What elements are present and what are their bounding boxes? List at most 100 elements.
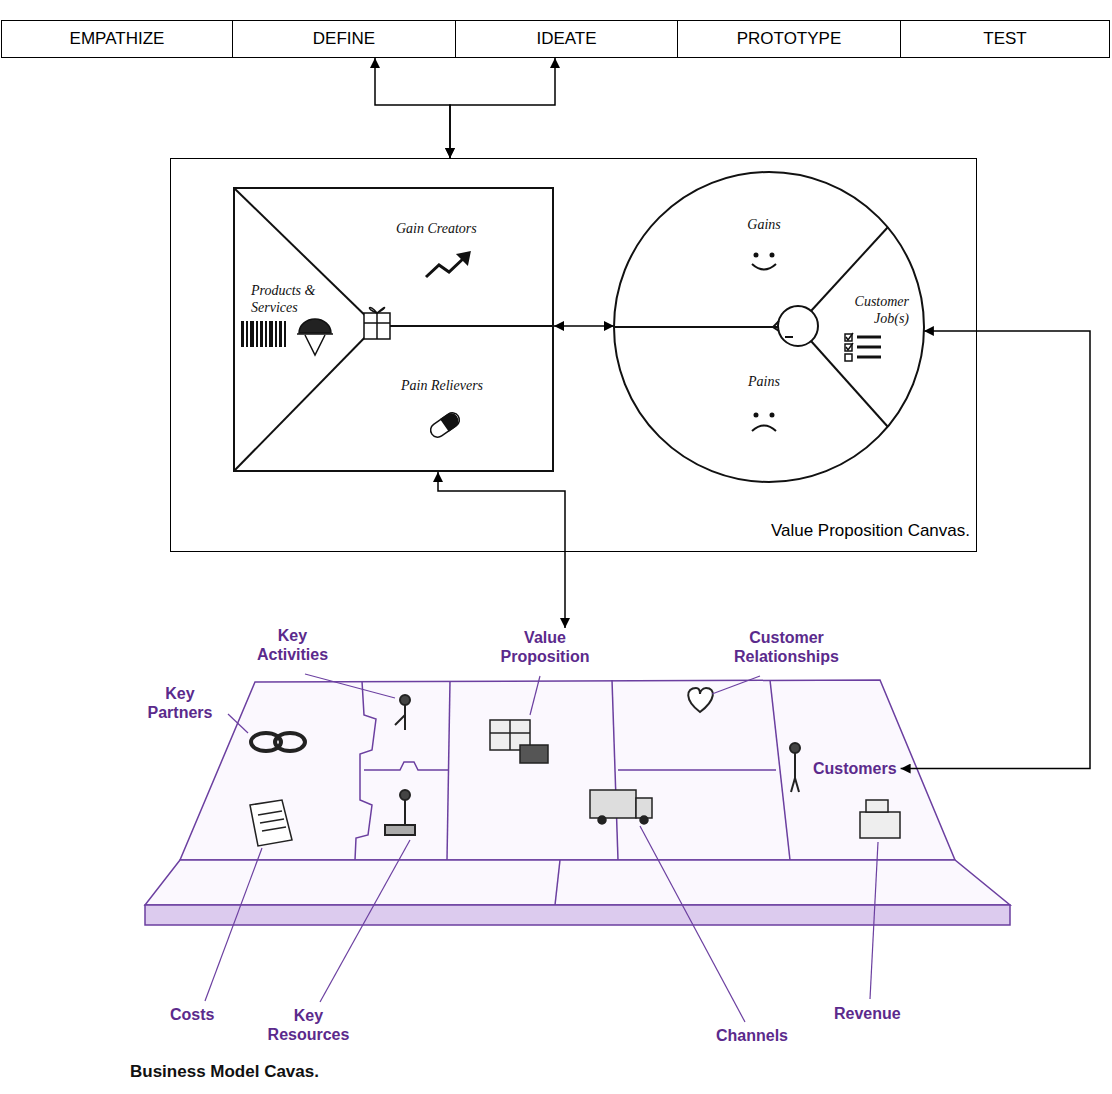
pill-icon [428, 410, 462, 440]
customer-figure [795, 778, 799, 792]
phase-name: TEST [983, 29, 1026, 49]
block-label: Costs [166, 1005, 218, 1024]
barcode-icon [284, 321, 286, 347]
truck-icon [640, 816, 648, 824]
customer-profile-lines [811, 341, 888, 427]
connector-arrow [554, 325, 614, 327]
gain-arrow-icon [426, 257, 465, 277]
value-map-lines [234, 188, 553, 471]
block-name: Key Activities [249, 626, 336, 664]
phase-cell: DEFINE [232, 20, 456, 58]
mood-faces [752, 426, 776, 432]
gift-icon [364, 322, 390, 324]
worker-figure [404, 800, 406, 825]
customer-face [785, 336, 793, 338]
pill-icon [441, 411, 460, 430]
mood-faces [771, 254, 774, 257]
phase-name: IDEATE [536, 29, 596, 49]
customer-figure [791, 778, 795, 792]
section-label: Products & Services [251, 283, 323, 317]
block-name: Key Resources [265, 1006, 352, 1044]
canvas-platform [145, 680, 1010, 925]
checklist-icon [845, 344, 852, 351]
customer-face [773, 306, 818, 346]
mood-faces [771, 414, 774, 417]
value-map-lines [234, 188, 376, 326]
canvas-platform [145, 905, 1010, 925]
barcode-icon [256, 321, 258, 347]
cash-register-icon [866, 800, 888, 812]
barcode-icon [250, 321, 254, 347]
leader-line [870, 842, 878, 999]
block-label: Key Activities [245, 626, 340, 664]
checklist-icon [857, 346, 881, 349]
checklist-icon [845, 334, 852, 341]
gift-icon [364, 313, 390, 339]
barcode-icon [241, 321, 244, 347]
block-label: Customer Relationships [724, 628, 849, 666]
tile-divider [612, 680, 618, 860]
checklist-icon [845, 333, 881, 361]
section-label: Customer Job(s) [819, 294, 909, 328]
canvas-platform [180, 680, 955, 860]
connector-arrow [901, 331, 1090, 769]
gain-arrow-icon [426, 253, 469, 277]
cash-register-icon [860, 800, 900, 838]
connector-arrow [375, 58, 450, 158]
leader-line [640, 826, 745, 1022]
customer-face [778, 306, 818, 346]
customer-profile-lines [614, 326, 778, 328]
worker-figure [385, 825, 415, 835]
section-label: Pain Relievers [401, 378, 511, 395]
document-icon [260, 819, 284, 823]
truck-icon [590, 790, 652, 824]
cloche-icon [305, 335, 325, 355]
truck-icon [636, 798, 652, 818]
block-name: Customers [813, 759, 897, 778]
canvas-frame: Value Proposition Canvas. Gain CreatorsPr… [170, 158, 977, 552]
leader-line [320, 840, 410, 1002]
section-label: Gains [724, 217, 804, 234]
tile-divider [770, 680, 790, 860]
caption-text: Business Model Cavas. [130, 1062, 319, 1082]
tile-divider [355, 680, 790, 905]
block-name: Channels [716, 1026, 788, 1045]
block-label: Key Resources [261, 1006, 356, 1044]
customer-profile-lines [614, 172, 924, 482]
leader-line [530, 676, 540, 715]
customer-face [773, 321, 779, 331]
cloche-icon [299, 319, 331, 333]
partner-rings [251, 733, 305, 751]
gift-icon [369, 308, 384, 313]
value-map-square: Gain CreatorsProducts & ServicesPain Rel… [233, 187, 554, 472]
leader-line [712, 676, 760, 694]
canvas-title: Value Proposition Canvas. [771, 521, 970, 541]
checklist-icon [857, 336, 881, 339]
block-name: Costs [170, 1005, 214, 1024]
leader-line [305, 674, 395, 698]
barcode-icon [241, 321, 286, 347]
worker-figure [395, 715, 405, 725]
leader-line [205, 848, 262, 1001]
value-map-lines [376, 325, 553, 327]
barcode-icon [279, 321, 282, 347]
document-icon [262, 827, 286, 831]
tile-divider [618, 769, 776, 771]
block-label: Customers [809, 759, 901, 778]
block-name: Customer Relationships [728, 628, 845, 666]
gift-icon [376, 313, 378, 339]
mood-faces [755, 254, 758, 257]
gain-arrow-icon [459, 253, 469, 263]
leader-line [205, 674, 878, 1022]
gift-icon [520, 745, 548, 763]
block-label: Revenue [830, 1004, 905, 1023]
block-label: Value Proposition [490, 628, 600, 666]
block-name: Value Proposition [494, 628, 596, 666]
tile-divider [555, 860, 560, 905]
barcode-icon [275, 321, 277, 347]
checklist-icon [857, 356, 881, 359]
value-map-lines [234, 188, 553, 471]
mood-faces [752, 264, 776, 270]
